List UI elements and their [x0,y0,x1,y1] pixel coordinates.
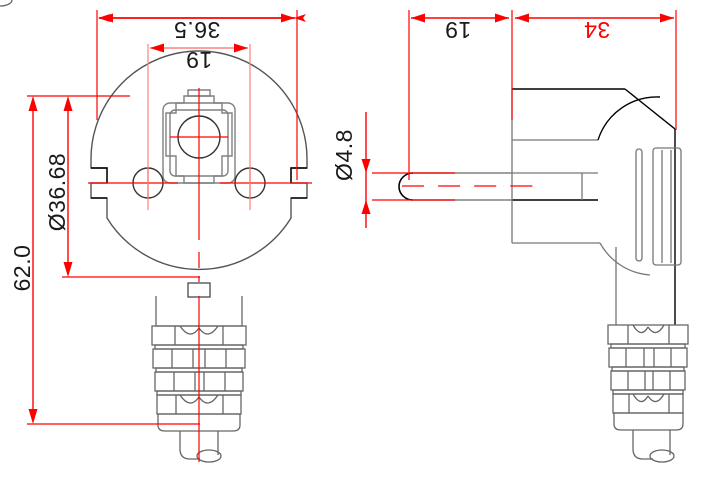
arrow-down-3668 [63,262,73,277]
side-pin-tip [398,172,414,201]
dimension-34-label: 34 [584,17,611,43]
side-grip-ribs [635,147,682,266]
arrow-down-62 [28,409,38,424]
dimension-62-0-label: 62.0 [9,245,35,292]
dimension-4-8-label: Ø4.8 [331,129,357,181]
dimension-19-side-label: 19 [445,17,472,43]
front-body-outline [90,50,308,271]
front-cable [179,431,222,463]
side-body-elbow [597,88,676,325]
dimension-34[interactable]: 34 [515,13,674,44]
side-view [0,0,689,463]
dimension-36-68[interactable]: Ø36.68 [44,96,73,277]
arrow-left-365 [99,13,113,23]
dimension-36-5[interactable]: 36.5 [98,13,306,44]
dimension-62-0[interactable]: 62.0 [9,96,38,424]
dimension-36-5-label: 36.5 [174,17,221,43]
front-body-notch-accent [91,167,307,199]
side-body-horizontal [512,88,625,201]
dimension-19-front-label: 19 [186,47,213,73]
dimension-4-8[interactable]: Ø4.8 [331,112,371,228]
arrow-up-48 [361,200,371,214]
arrow-left-19f [150,43,164,53]
side-strain-relief [607,324,689,431]
arrow-down-48 [361,159,371,173]
side-body-elbow-light [599,242,651,325]
arrow-right-19s [495,13,509,23]
side-extension-lines [372,10,677,201]
arrow-up-62 [28,96,38,111]
dimension-19-side[interactable]: 19 [411,13,509,44]
arrow-right-19f [234,43,248,53]
side-cable [0,0,675,463]
front-vertical-extension-lines [27,95,200,425]
arrow-up-3668 [63,96,73,111]
front-view [27,10,312,463]
arrow-right-365 [281,13,295,23]
front-dim19-extension-lines [147,44,251,210]
arrow-left-34 [515,13,529,23]
arrow-left-19s [411,13,425,23]
arrow-right-34 [660,13,674,23]
front-dim365-extension-lines [96,10,298,180]
dimension-36-68-label: Ø36.68 [44,153,70,231]
dimension-19-front[interactable]: 19 [150,43,248,74]
front-strain-relief [151,296,247,432]
